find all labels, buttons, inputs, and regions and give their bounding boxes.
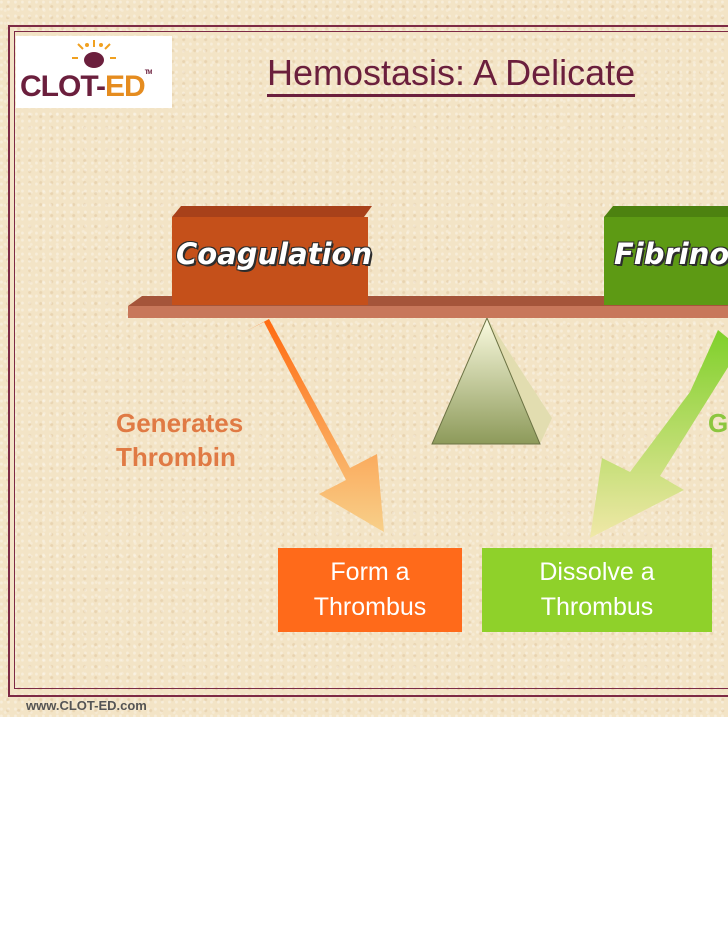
fibrinolysis-label: Fibrinoly — [614, 237, 728, 271]
form-thrombus-box: Form a Thrombus — [278, 548, 462, 632]
fulcrum-pyramid — [431, 316, 552, 445]
side-text-line: Generates — [116, 408, 244, 438]
slide-frame-inner — [14, 31, 728, 689]
slide-frame-outer — [8, 25, 728, 697]
box-text-line: Form a — [330, 558, 410, 586]
box-text-line: Thrombus — [540, 593, 654, 621]
orange-arrow-icon — [237, 319, 384, 532]
box-text-line: Thrombus — [313, 593, 427, 621]
clot-ed-logo — [16, 36, 172, 108]
logo-wordmark: CLOT-EDTM — [20, 70, 152, 103]
footer-url: www.CLOT-ED.com — [26, 698, 147, 713]
right-side-text: G — [708, 406, 728, 440]
green-arrow-icon — [590, 330, 728, 538]
dissolve-thrombus-box: Dissolve a Thrombus — [482, 548, 712, 632]
fibrinolysis-block — [604, 206, 728, 305]
side-text-line: G — [708, 408, 728, 438]
coagulation-label: Coagulation — [176, 237, 373, 271]
generates-thrombin-text: Generates Thrombin — [116, 406, 243, 474]
slide: CLOT-EDTM Hemostasis: A Delicate — [0, 0, 728, 717]
coagulation-block — [172, 206, 372, 305]
sun-logo-icon — [72, 40, 116, 68]
side-text-line: Thrombin — [116, 442, 236, 472]
box-text-line: Dissolve a — [539, 558, 655, 586]
balance-diagram — [128, 206, 728, 538]
slide-title: Hemostasis: A Delicate — [267, 52, 636, 97]
